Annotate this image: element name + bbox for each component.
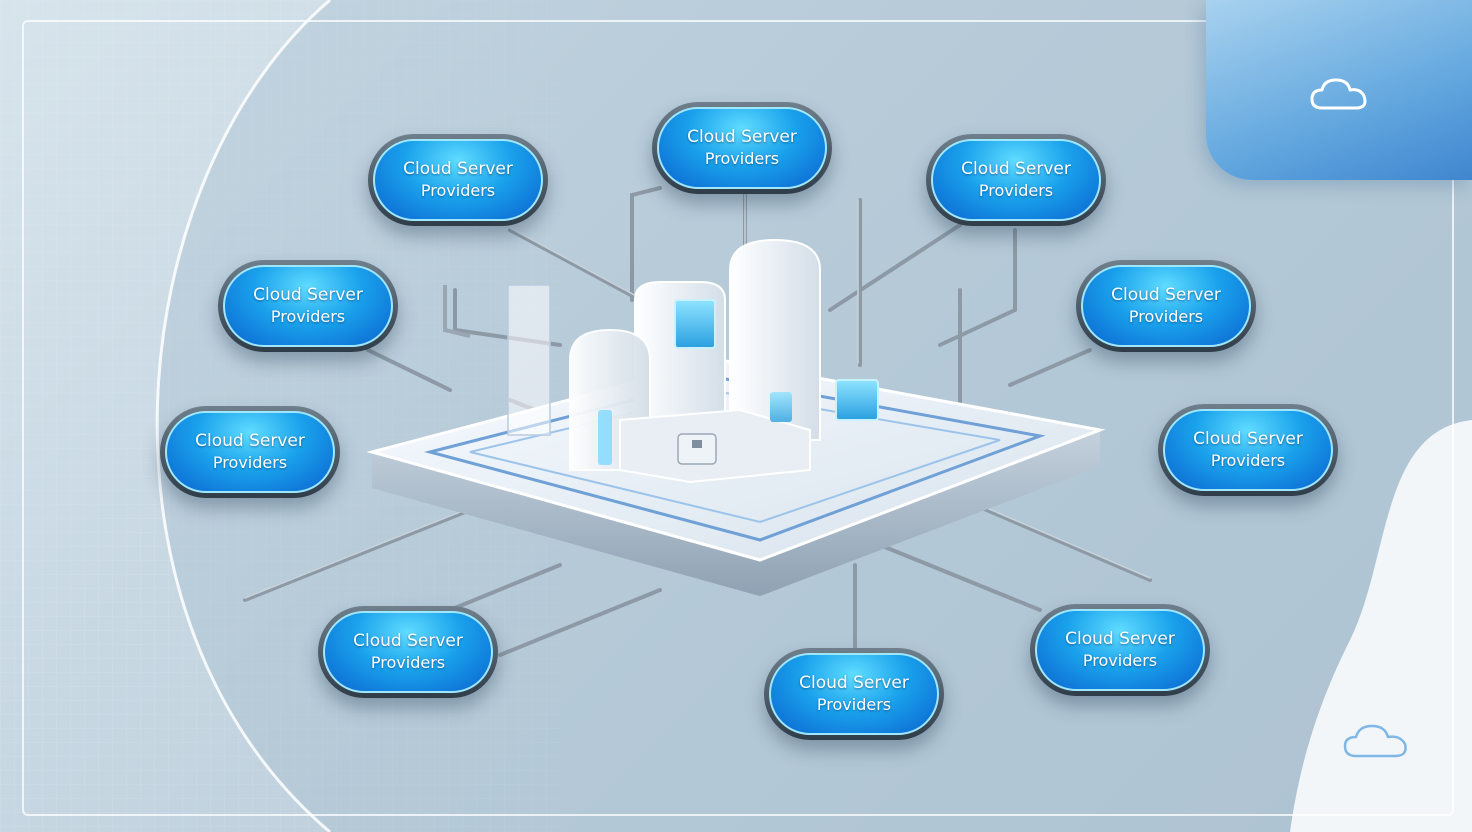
provider-subtitle: Providers (212, 453, 288, 472)
provider-title: Cloud Server (1193, 429, 1303, 449)
provider-title: Cloud Server (687, 127, 797, 147)
connector-wires (243, 186, 1152, 657)
background-arc-edge (155, 0, 331, 832)
provider-subtitle: Providers (704, 149, 780, 168)
provider-node-bottom-right[interactable]: Cloud Server Providers (1030, 604, 1210, 696)
server-cluster-icon (443, 238, 879, 484)
provider-title: Cloud Server (195, 431, 305, 451)
provider-subtitle: Providers (978, 181, 1054, 200)
provider-subtitle: Providers (1082, 651, 1158, 670)
provider-node-left-upper[interactable]: Cloud Server Providers (218, 260, 398, 352)
provider-title: Cloud Server (1111, 285, 1221, 305)
provider-subtitle: Providers (1210, 451, 1286, 470)
provider-title: Cloud Server (403, 159, 513, 179)
provider-node-top-right[interactable]: Cloud Server Providers (926, 134, 1106, 226)
provider-title: Cloud Server (353, 631, 463, 651)
provider-subtitle: Providers (1128, 307, 1204, 326)
provider-node-bottom[interactable]: Cloud Server Providers (764, 648, 944, 740)
provider-node-top-left[interactable]: Cloud Server Providers (368, 134, 548, 226)
provider-subtitle: Providers (816, 695, 892, 714)
provider-title: Cloud Server (961, 159, 1071, 179)
provider-node-bottom-left[interactable]: Cloud Server Providers (318, 606, 498, 698)
provider-node-top[interactable]: Cloud Server Providers (652, 102, 832, 194)
cloud-outline-icon (1343, 724, 1407, 758)
provider-subtitle: Providers (370, 653, 446, 672)
provider-subtitle: Providers (420, 181, 496, 200)
background-wave (1290, 420, 1472, 832)
provider-node-left-middle[interactable]: Cloud Server Providers (160, 406, 340, 498)
provider-title: Cloud Server (799, 673, 909, 693)
provider-title: Cloud Server (253, 285, 363, 305)
provider-title: Cloud Server (1065, 629, 1175, 649)
provider-node-right-upper[interactable]: Cloud Server Providers (1076, 260, 1256, 352)
provider-subtitle: Providers (270, 307, 346, 326)
corner-panel (1206, 0, 1472, 180)
provider-node-right-middle[interactable]: Cloud Server Providers (1158, 404, 1338, 496)
cloud-icon (1310, 78, 1367, 110)
